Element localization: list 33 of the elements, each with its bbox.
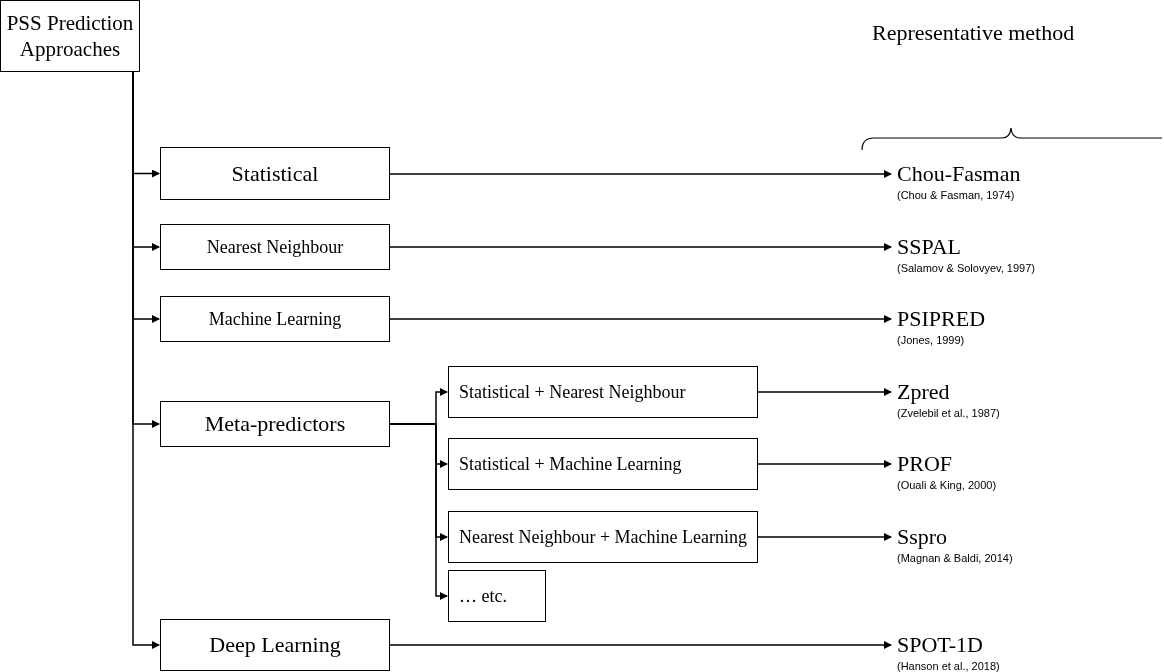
- category-box: PSS Prediction Approaches: [0, 0, 140, 72]
- category-box: Statistical: [160, 147, 390, 200]
- citation: (Salamov & Solovyev, 1997): [897, 261, 1036, 276]
- category-box: Deep Learning: [160, 619, 390, 671]
- method-name: Sspro: [897, 526, 949, 548]
- arrow: [757, 533, 892, 541]
- arrow: [389, 315, 892, 323]
- arrow: [757, 460, 892, 468]
- category-box: Meta-predictors: [160, 401, 390, 447]
- category-box: Statistical + Nearest Neighbour: [448, 366, 758, 418]
- citation: (Chou & Fasman, 1974): [897, 188, 1016, 203]
- citation: (Jones, 1999): [897, 333, 966, 348]
- arrow: [389, 423, 448, 600]
- arrow: [389, 170, 892, 178]
- method-name: PSIPRED: [897, 308, 987, 330]
- method-name: SSPAL: [897, 236, 962, 258]
- arrow: [389, 641, 892, 649]
- method-name: Chou-Fasman: [897, 163, 1022, 185]
- category-box: Statistical + Machine Learning: [448, 438, 758, 490]
- citation: (Zvelebil et al., 1987): [897, 406, 1001, 421]
- category-box: Nearest Neighbour + Machine Learning: [448, 511, 758, 563]
- method-name: SPOT-1D: [897, 634, 984, 656]
- citation: (Ouali & King, 2000): [897, 478, 998, 493]
- citation: (Magnan & Baldi, 2014): [897, 551, 1014, 566]
- category-box: Nearest Neighbour: [160, 224, 390, 270]
- arrow: [389, 243, 892, 251]
- citation: (Hanson et al., 2018): [897, 659, 1001, 672]
- category-box: … etc.: [448, 570, 546, 622]
- column-heading: Representative method: [872, 19, 1075, 47]
- method-name: PROF: [897, 453, 954, 475]
- arrow: [757, 388, 892, 396]
- category-box: Machine Learning: [160, 296, 390, 342]
- method-name: Zpred: [897, 381, 951, 403]
